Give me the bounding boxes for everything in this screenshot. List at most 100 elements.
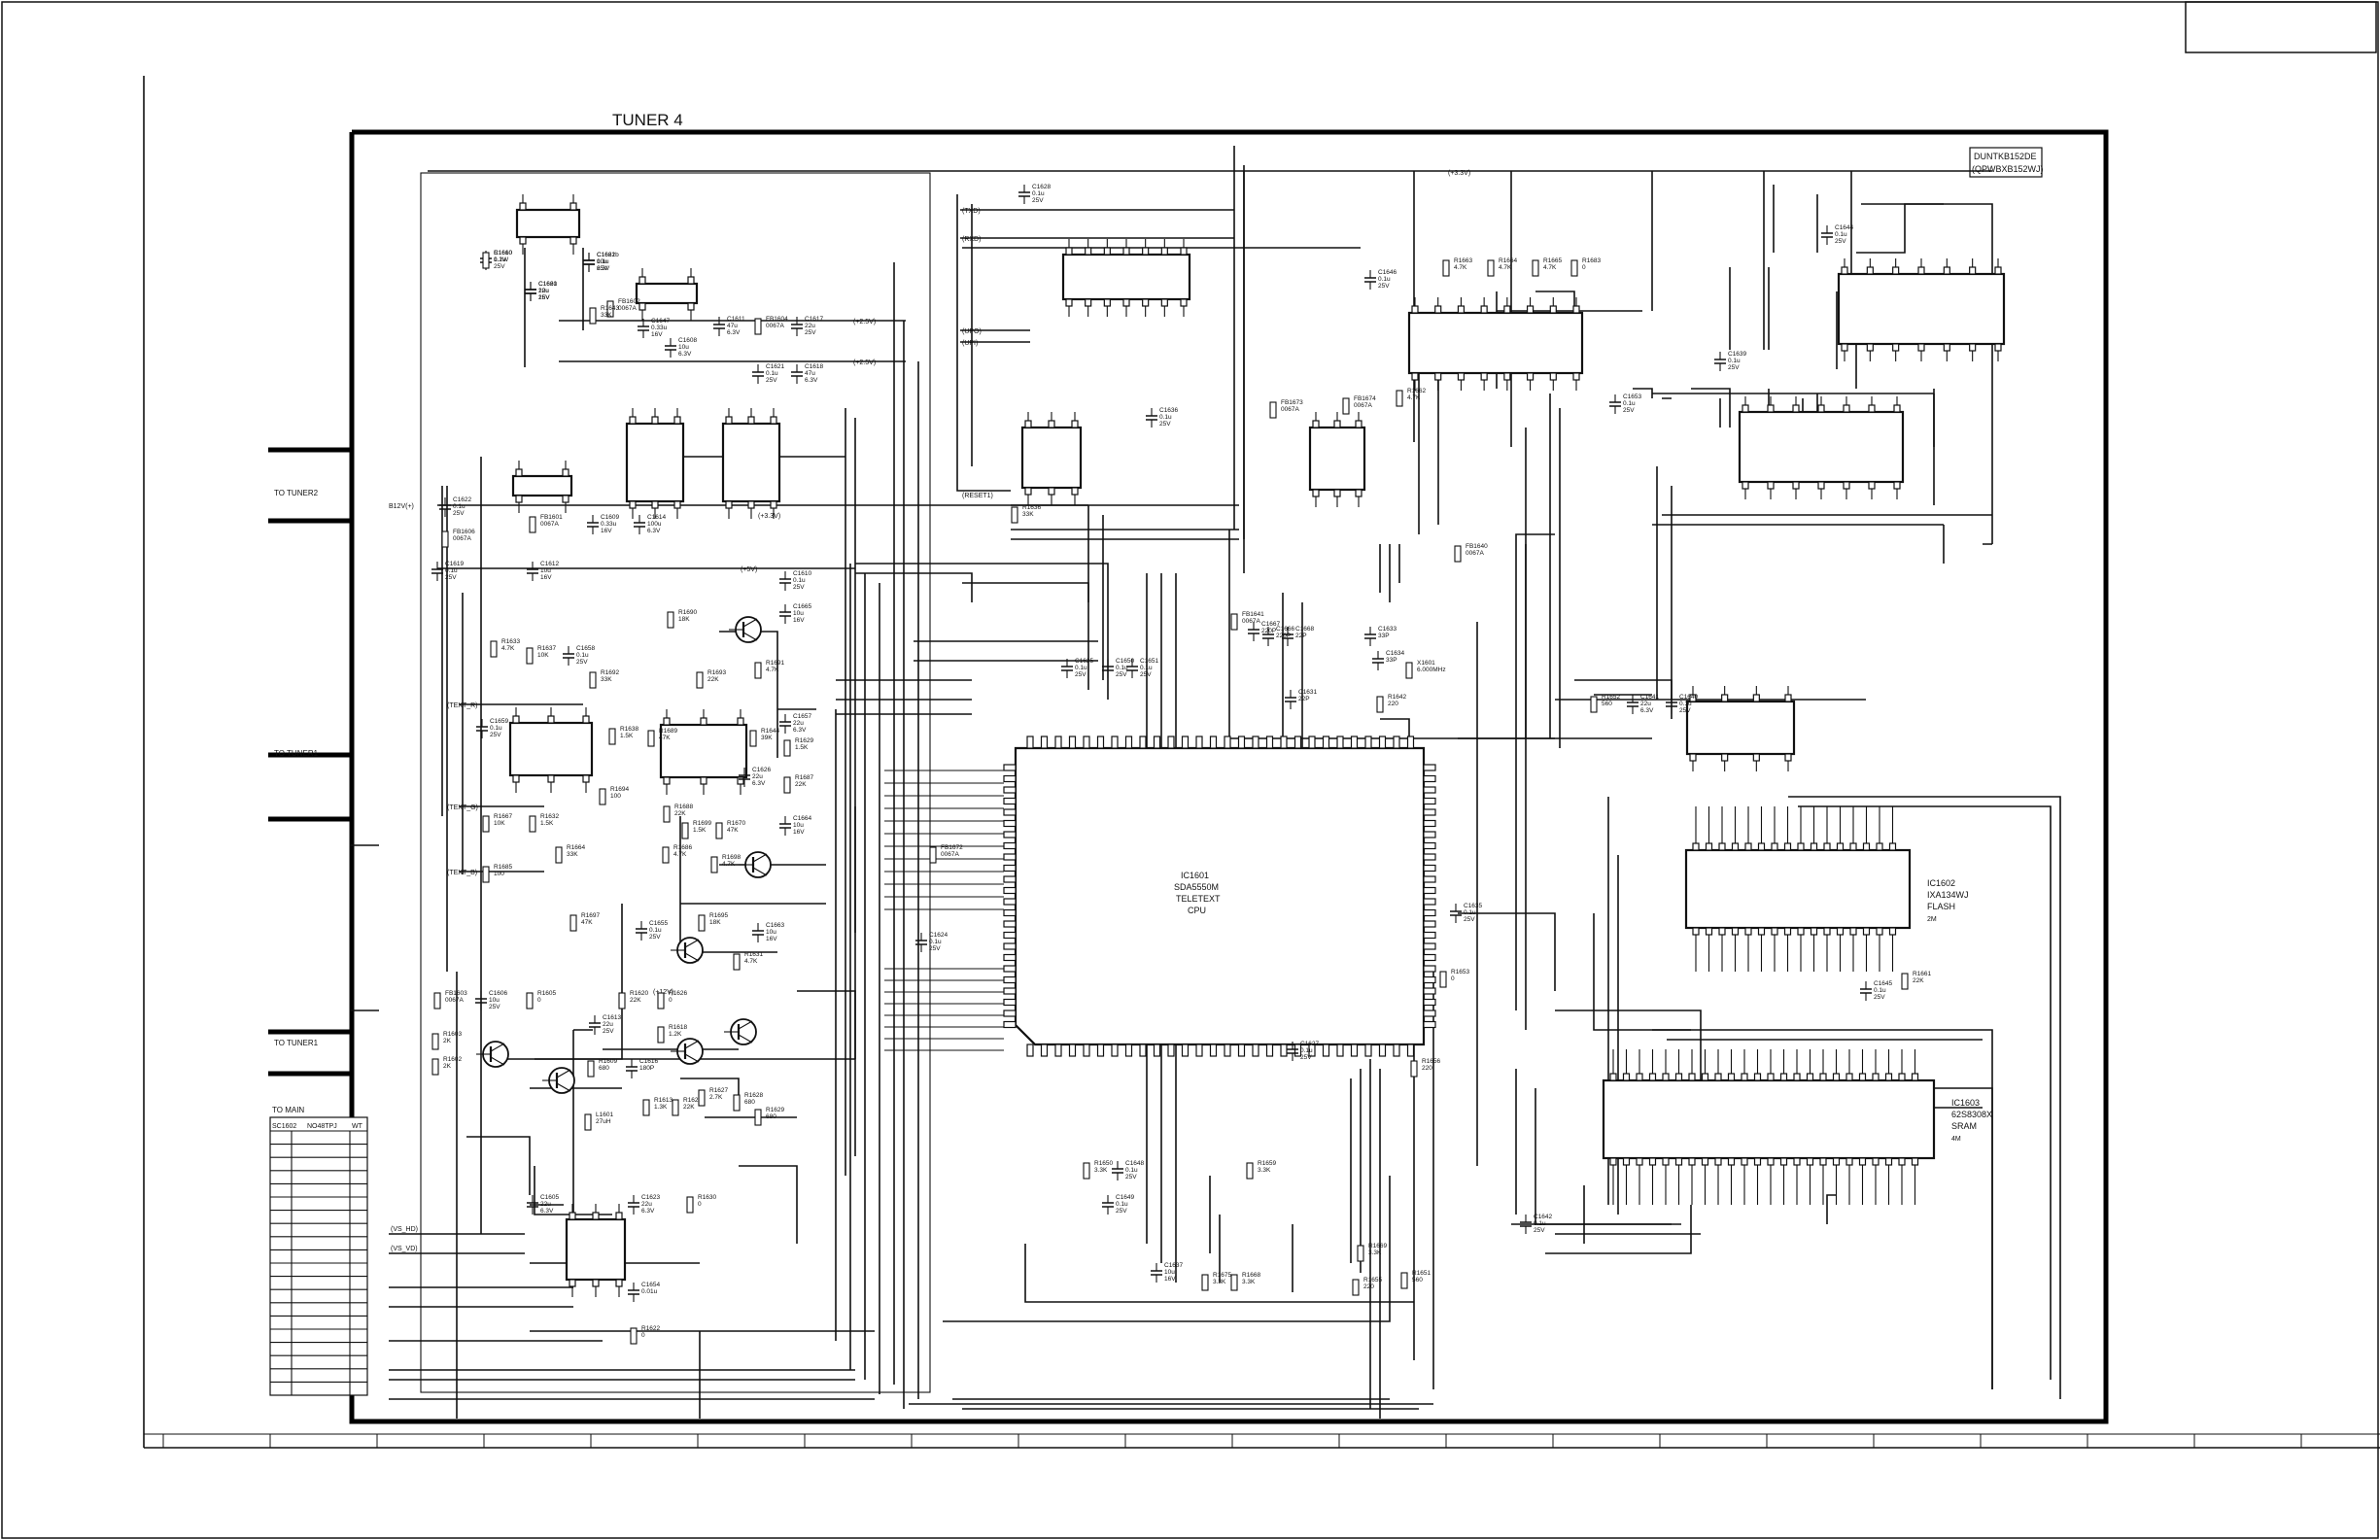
net-rxd: (RXD) (962, 236, 981, 243)
connector-id: SC1602 (272, 1123, 296, 1130)
passive-label: 25V (576, 659, 588, 666)
q1612-transistor (476, 1041, 509, 1068)
passive-label: C1644 (1835, 224, 1854, 231)
passive-label: 0.1u (1728, 358, 1741, 364)
passive-label: 0.33u (601, 521, 617, 528)
passive-label: 0067A (941, 851, 959, 858)
passive-label: 4.7K (766, 667, 779, 673)
passive-label: 0.1u (1125, 1167, 1138, 1174)
passive-label: R1642 (1388, 694, 1407, 701)
passive-label: C1612 (540, 561, 560, 567)
passive-label: 22u (540, 1201, 551, 1208)
passive-label: R1697 (581, 912, 601, 919)
passive-label: 220P (1276, 633, 1291, 639)
passive-label: R1631 (744, 951, 764, 958)
passive-label: R1626 (669, 990, 688, 997)
passive-label: 0067A (618, 305, 637, 312)
passive-label: 10u (678, 344, 689, 351)
passive-label: 2K (443, 1038, 452, 1044)
passive-label: C1667 (1261, 621, 1281, 628)
passive-label: 16V (601, 528, 612, 534)
ic1602-flash: IC1603 62S8308X SRAM 4M (1602, 1049, 1992, 1205)
passive-label: 47u (727, 323, 738, 329)
passive-label: R1633 (501, 638, 521, 645)
passive-label: 25V (490, 732, 501, 738)
passive-label: 6.000MHz (1417, 667, 1446, 673)
passive-label: C1655 (649, 920, 669, 927)
passive-label: C1642 (1534, 1214, 1553, 1220)
passive-label: 47K (727, 827, 739, 834)
passive-label: 1.5K (540, 820, 554, 827)
passive-label: C1621b (597, 252, 619, 258)
passive-label: 100 (494, 871, 504, 877)
passive-label: 25V (538, 294, 550, 301)
ic1602-func: SRAM (1951, 1121, 1977, 1131)
passive-label: 22P (1298, 696, 1310, 702)
ic1607-ic (721, 408, 781, 519)
passive-label: 560 (1602, 701, 1612, 707)
to-main-label: TO MAIN (272, 1106, 304, 1114)
passive-label: 25V (1159, 421, 1171, 428)
passive-label: 10u (793, 610, 804, 617)
passive-label: C1648 (1125, 1160, 1145, 1167)
passive-label: C1651 (1140, 658, 1159, 665)
passive-label: 16V (1164, 1276, 1176, 1283)
passive-label: R1699 (693, 820, 712, 827)
ic1619-ic (508, 707, 594, 793)
passive-label: 0.1u (1300, 1047, 1313, 1054)
passive-label: 0.1u (1159, 414, 1172, 421)
passive-label: 22u (805, 323, 815, 329)
connector-wt: WT (352, 1123, 363, 1130)
passive-label: 6.3V (597, 265, 610, 272)
passive-label: 6.3V (1640, 707, 1654, 714)
passive-label: 22K (683, 1104, 695, 1111)
to-tuner1-label-b: TO TUNER1 (274, 1039, 319, 1047)
passive-label: 25V (805, 329, 816, 336)
passive-label: 0.1u (1032, 190, 1045, 197)
passive-label: 22u (603, 1021, 613, 1028)
passive-label: 47K (659, 735, 671, 741)
passive-label: R1628 (744, 1092, 764, 1099)
passive-label: C1646 (1378, 269, 1397, 276)
passive-label: 220 (1363, 1283, 1374, 1290)
passive-label: 22P (1295, 633, 1307, 639)
passive-label: C1650 (1116, 658, 1135, 665)
passive-label: R1618 (669, 1024, 688, 1031)
ic1620-ic (659, 709, 748, 795)
passive-label: 4.7K (1454, 264, 1467, 271)
passive-label: C1626 (752, 767, 772, 773)
passive-label: 10u (766, 929, 776, 936)
passive-label: 2.7K (709, 1094, 723, 1101)
passive-label: R1692 (601, 669, 620, 676)
passive-label: C1627 (1300, 1041, 1320, 1047)
passive-label: C1608 (678, 337, 698, 344)
passive-label: R1690 (678, 609, 698, 616)
q1631-transistor (671, 937, 704, 964)
passive-label: 180P (639, 1065, 654, 1072)
passive-label: 16V (540, 574, 552, 581)
passive-label: FB1604 (766, 316, 788, 323)
passive-label: 680 (599, 1065, 609, 1072)
